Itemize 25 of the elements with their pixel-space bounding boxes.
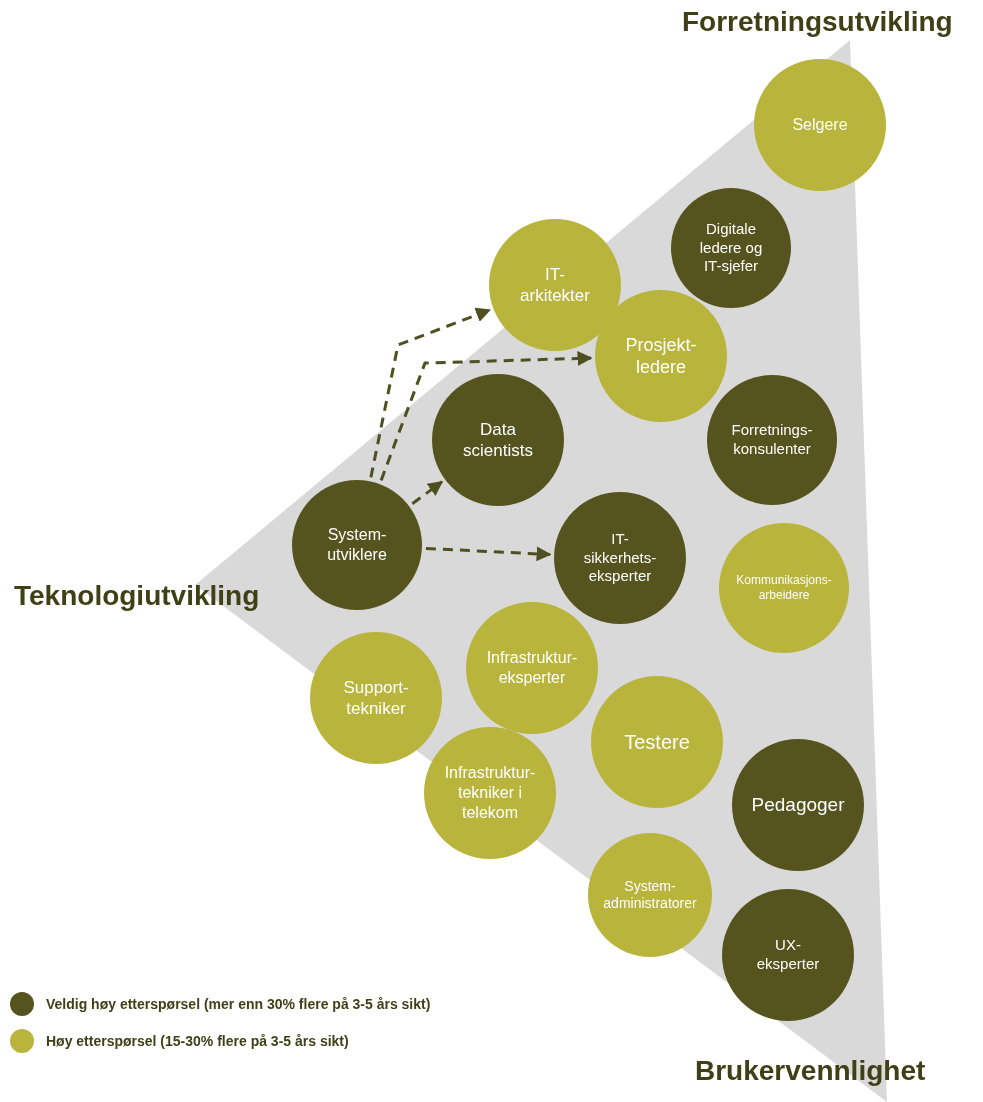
role-label: Selgere — [791, 115, 849, 135]
dashed-arrow — [379, 351, 593, 481]
dashed-arrow — [369, 307, 491, 478]
role-label: Digitale ledere og IT-sjefer — [698, 219, 764, 277]
role-label: Prosjekt- ledere — [624, 333, 698, 379]
role-label: UX- eksperter — [755, 936, 821, 974]
dashed-arrow — [425, 546, 552, 562]
role-label: IT- sikkerhets- eksperter — [582, 529, 658, 587]
role-label: Forretnings- konsulenter — [730, 421, 814, 459]
role-label: Infrastruktur- tekniker i telekom — [443, 763, 537, 823]
role-label: System- utviklere — [326, 525, 388, 565]
legend-text: Veldig høy etterspørsel (mer enn 30% flere på 3-5 års sikt) — [46, 996, 431, 1012]
role-label: Support- tekniker — [342, 676, 410, 720]
role-label: Testere — [623, 729, 691, 755]
dashed-arrow — [411, 480, 444, 505]
role-label: Data scientists — [462, 418, 534, 462]
role-label: IT- arkitekter — [519, 263, 591, 307]
role-label: Kommunikasjons- arbeidere — [735, 573, 833, 603]
legend-text: Høy etterspørsel (15-30% flere på 3-5 års sikt) — [46, 1033, 349, 1049]
role-label: System- administratorer — [602, 877, 698, 913]
corner-label: Forretningsutvikling — [682, 6, 953, 38]
role-label: Infrastruktur- eksperter — [485, 648, 579, 688]
role-label: Pedagoger — [750, 793, 846, 817]
corner-label: Brukervennlighet — [695, 1055, 926, 1087]
corner-label: Teknologiutvikling — [14, 580, 260, 612]
